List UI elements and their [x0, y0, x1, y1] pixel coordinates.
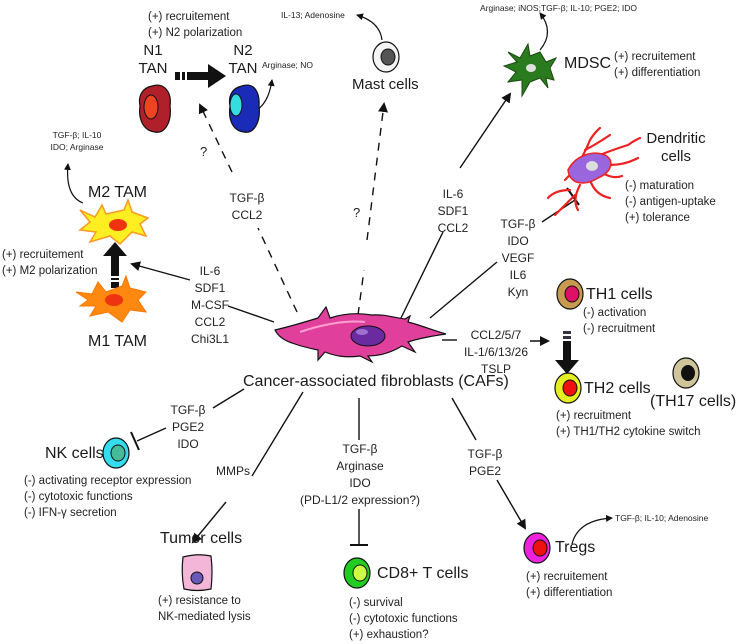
- th1-effects: (-) activation (-) recruitment: [583, 307, 656, 335]
- caf-to-tam-connector: [227, 305, 275, 323]
- n1-tan-label: N1 TAN: [138, 42, 168, 77]
- m1-to-m2-arrow: [103, 242, 127, 288]
- n1-tan-cell-icon: [138, 84, 171, 133]
- m2-tam-secretes: TGF-β; IL-10 IDO; Arginase: [50, 130, 104, 152]
- tam-arrow: [130, 261, 191, 281]
- tan-mediators: TGF-β CCL2: [229, 191, 265, 223]
- mdsc-secretes: Arginase; iNOS;TGF-β; IL-10; PGE2; IDO: [480, 3, 637, 13]
- th17-cells-label: (TH17 cells): [650, 393, 736, 410]
- cd8-t-cells-label: CD8+ T cells: [377, 565, 469, 582]
- cd8-mediators: TGF-β Arginase IDO (PD-L1/2 expression?): [300, 442, 421, 508]
- caf-to-tan-connector: [257, 227, 298, 313]
- tregs-secretes: TGF-β; IL-10; Adenosine: [615, 513, 709, 523]
- caf-to-tregs-connector: [451, 397, 477, 441]
- tumor-mediators: MMPs: [216, 464, 250, 478]
- tam-mediators: IL-6 SDF1 M-CSF CCL2 Chi3L1: [190, 264, 230, 347]
- mdsc-label: MDSC: [564, 55, 612, 72]
- dendritic-cell-icon: [546, 126, 642, 217]
- mdsc-effects: (+) recruitement (+) differentiation: [614, 51, 701, 79]
- tregs-secretion-arrow: [571, 514, 613, 545]
- mast-dashed-arrow: [366, 102, 388, 241]
- th1-cell-icon: [556, 278, 584, 310]
- mast-question-mark: ?: [353, 205, 361, 220]
- m2-tam-cell-icon: [78, 197, 150, 246]
- tan-effects: (+) recruitement (+) N2 polarization: [148, 11, 243, 39]
- caf-to-dendritic-connector: [429, 261, 498, 319]
- caf-label: Cancer-associated fibroblasts (CAFs): [243, 373, 509, 390]
- m1-tam-cell-icon: [75, 274, 148, 323]
- mdsc-arrow: [459, 92, 512, 169]
- th2-cells-label: TH2 cells: [584, 380, 651, 397]
- fibroblast-cell-icon: [274, 305, 447, 364]
- n2-tan-label: N2 TAN: [228, 42, 258, 77]
- th-mediators: CCL2/5/7 IL-1/6/13/26 TSLP: [463, 328, 529, 377]
- mdsc-cell-icon: [502, 42, 558, 98]
- n1-to-n2-arrow: [175, 64, 226, 88]
- nk-effects: (-) activating receptor expression (-) c…: [24, 475, 192, 519]
- dendritic-effects: (-) maturation (-) antigen-uptake (+) to…: [625, 180, 716, 224]
- n2-tan-cell-icon: [228, 84, 260, 133]
- tan-question-mark: ?: [200, 144, 208, 159]
- mast-cells-label: Mast cells: [352, 76, 419, 93]
- mast-secretion-arrow: [356, 13, 383, 41]
- mast-cell-icon: [372, 41, 400, 73]
- m2-tam-label: M2 TAM: [88, 184, 147, 201]
- mdsc-secretion-arrow: [539, 12, 549, 51]
- caf-to-mast-connector: [357, 269, 365, 316]
- n2-tan-secretes: Arginase; NO: [262, 60, 314, 70]
- m2-secretion-arrow: [63, 163, 84, 204]
- treg-cell-icon: [523, 532, 551, 564]
- nk-mediators: TGF-β PGE2 IDO: [170, 403, 206, 452]
- tregs-label: Tregs: [555, 539, 596, 556]
- tumor-cell-icon: [181, 554, 213, 592]
- tumor-effects: (+) resistance to NK-mediated lysis: [158, 595, 251, 623]
- tregs-effects: (+) recruitement (+) differentiation: [526, 571, 613, 599]
- tam-effects: (+) recruitement (+) M2 polarization: [2, 249, 98, 277]
- tregs-arrow: [496, 479, 527, 530]
- tan-dashed-arrow: [198, 103, 233, 173]
- dendritic-cells-label: Dendritic cells: [646, 130, 706, 165]
- th17-cell-icon: [672, 357, 700, 389]
- dendritic-mediators: TGF-β IDO VEGF IL6 Kyn: [500, 217, 536, 300]
- nk-cell-icon: [102, 437, 130, 469]
- caf-to-tumor-connector: [251, 391, 304, 477]
- tregs-mediators: TGF-β PGE2: [467, 447, 503, 479]
- nk-cells-label: NK cells: [45, 445, 104, 462]
- th1-to-th2-arrow: [555, 331, 579, 374]
- th2-cell-icon: [554, 372, 582, 404]
- caf-to-mdsc-connector: [399, 231, 444, 321]
- nk-inhibit-line: [136, 427, 167, 442]
- cd8-effects: (-) survival (-) cytotoxic functions (+)…: [349, 597, 458, 641]
- th1-cells-label: TH1 cells: [586, 286, 653, 303]
- mast-secretes: IL-13; Adenosine: [281, 10, 345, 20]
- diagram-canvas: [63, 12, 700, 592]
- th2-effects: (+) recruitment (+) TH1/TH2 cytokine swi…: [556, 410, 701, 438]
- nk-inhibit-bar: [130, 431, 140, 451]
- mdsc-mediators: IL-6 SDF1 CCL2: [437, 187, 469, 236]
- tumor-arrow: [191, 501, 227, 544]
- cd8-cell-icon: [343, 557, 371, 589]
- caf-to-nk-connector: [212, 388, 245, 409]
- tumor-cells-label: Tumor cells: [160, 530, 243, 547]
- m1-tam-label: M1 TAM: [88, 333, 147, 350]
